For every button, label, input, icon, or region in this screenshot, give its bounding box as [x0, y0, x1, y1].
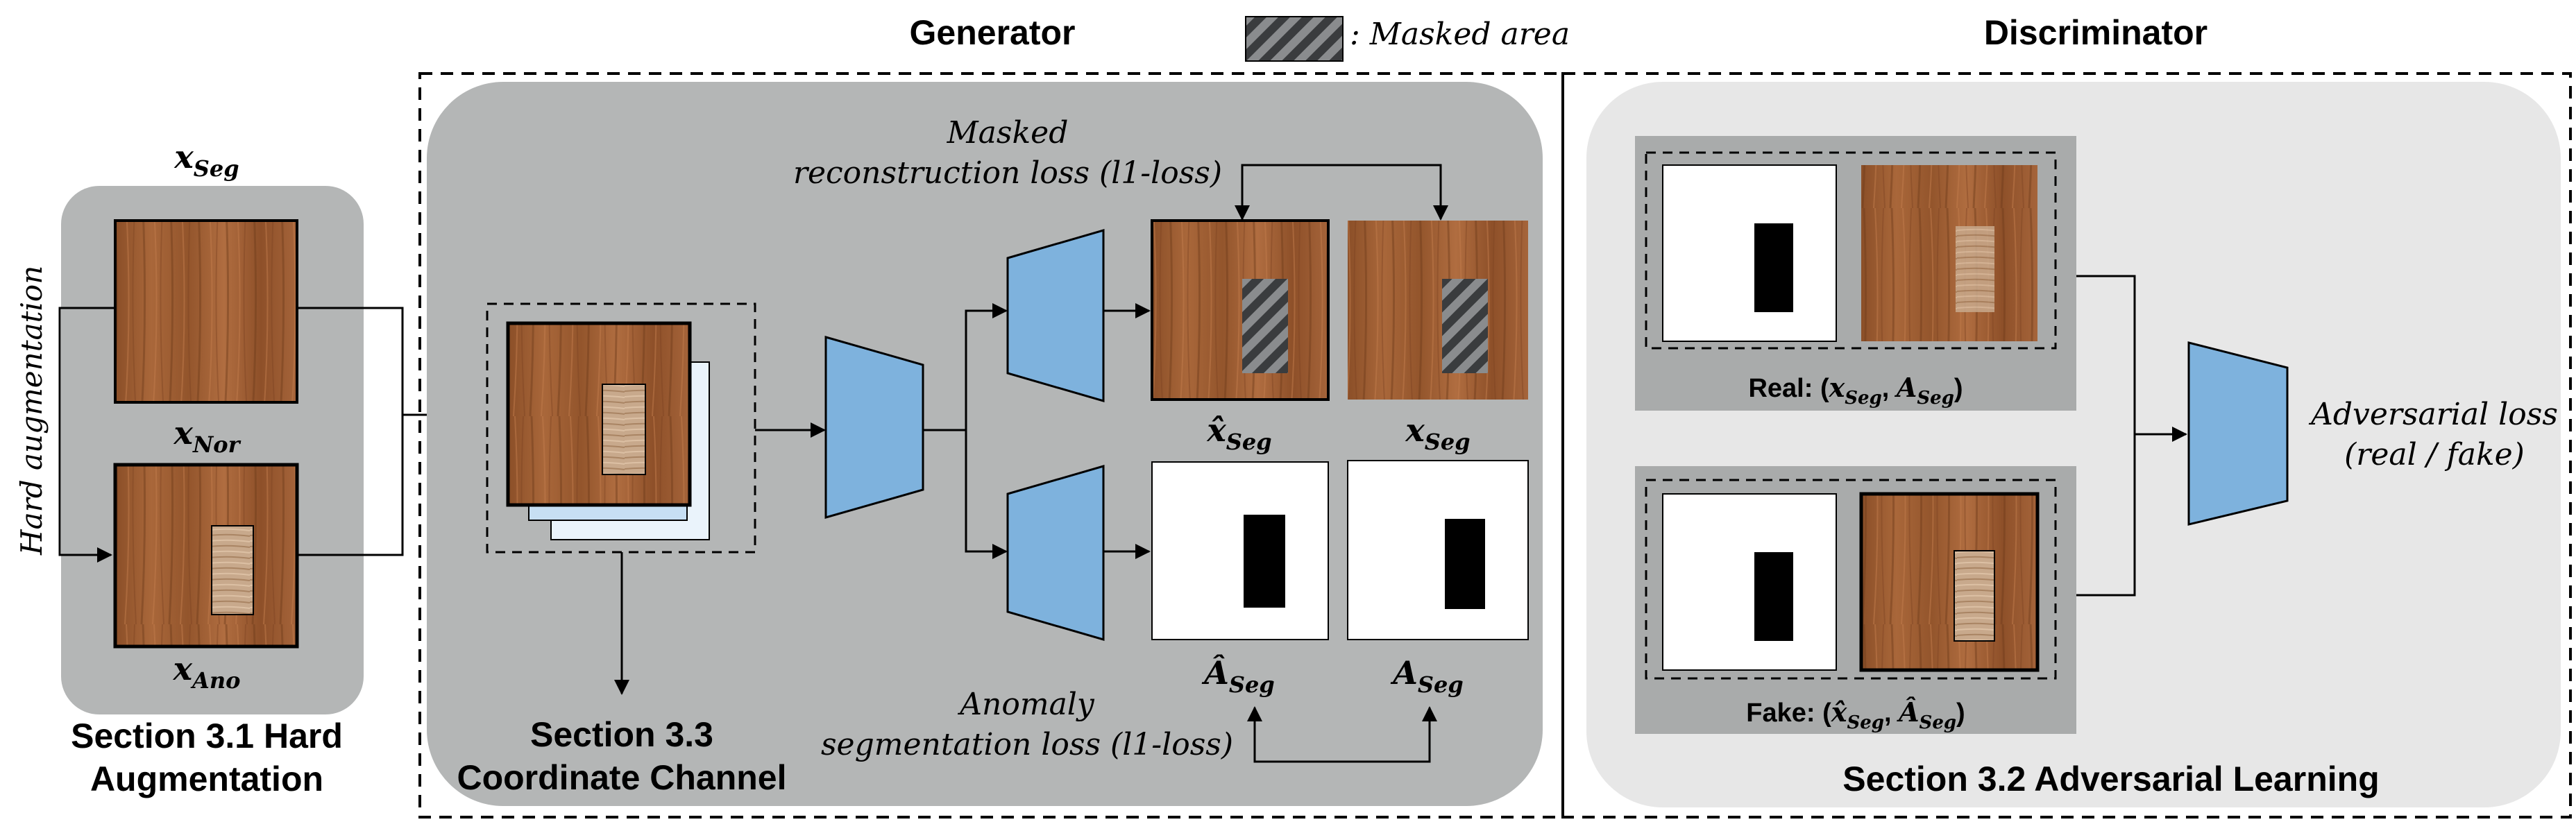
target-image — [1348, 221, 1528, 400]
x-seg-label: xSeg — [1405, 411, 1470, 455]
aug-bracket-line — [58, 307, 115, 563]
discriminator-frame — [1561, 72, 2572, 819]
generator-heading: Generator — [910, 13, 1076, 52]
anomaly-loss-line1: Anomaly — [957, 687, 1095, 722]
encoder-block — [824, 336, 924, 519]
reconstructed-image — [1151, 219, 1330, 401]
normal-wood-image — [114, 219, 298, 404]
real-pair-label: Real: (xSeg, ASeg) — [1748, 372, 1963, 409]
disc-input-connector — [2076, 275, 2136, 597]
x-ano-label: xAno — [173, 650, 241, 694]
generator-frame — [418, 72, 1564, 819]
adversarial-loss-line2: (real / fake) — [2344, 437, 2525, 472]
section-3-3-line2: Coordinate Channel — [457, 758, 786, 797]
x-seg-top-label: xSeg — [173, 138, 239, 182]
discriminator-block — [2187, 341, 2289, 526]
real-pair-dashed — [1645, 151, 2057, 350]
x-hat-seg-label: x̂Seg — [1206, 411, 1271, 455]
masked-loss-line2: reconstruction loss (l1-loss) — [793, 155, 1222, 191]
a-hat-seg-label: ÂSeg — [1201, 653, 1275, 698]
input-wood-image — [506, 321, 692, 507]
legend-masked-label: : Masked area — [1350, 17, 1570, 52]
masked-loss-bracket — [1241, 164, 1442, 218]
encoder-split-connector — [923, 303, 1008, 431]
legend-masked-swatch — [1245, 16, 1344, 62]
fake-pair-label: Fake: (x̂Seg, ÂSeg) — [1746, 696, 1965, 733]
real-wood-image — [1861, 165, 2037, 341]
x-nor-label: xNor — [173, 414, 242, 458]
encoder-split-connector-lower — [965, 430, 1008, 559]
anomaly-loss-bracket — [1253, 713, 1431, 763]
aug-to-generator-connector — [297, 307, 404, 556]
anomaly-loss-line2: segmentation loss (l1-loss) — [821, 727, 1233, 762]
predicted-mask — [1151, 461, 1329, 640]
hard-augmentation-side-label: Hard augmentation — [15, 266, 49, 556]
ground-truth-mask — [1347, 460, 1529, 640]
masked-loss-line1: Masked — [947, 115, 1069, 151]
section-3-1-line2: Augmentation — [90, 760, 323, 798]
anomaly-wood-image — [113, 463, 299, 649]
fake-mask-image — [1662, 493, 1837, 671]
section-3-3-line1: Section 3.3 — [530, 715, 713, 754]
a-seg-label: ASeg — [1390, 654, 1464, 698]
adversarial-loss-line1: Adversarial loss — [2308, 397, 2558, 432]
discriminator-heading: Discriminator — [1984, 13, 2208, 52]
fake-wood-image — [1859, 492, 2040, 672]
fake-pair-dashed — [1645, 479, 2057, 680]
segmentation-decoder-block — [1006, 465, 1105, 641]
reconstruction-decoder-block — [1006, 229, 1105, 402]
real-mask-image — [1662, 164, 1837, 342]
section-3-1-line1: Section 3.1 Hard — [71, 717, 343, 755]
section-3-2: Section 3.2 Adversarial Learning — [1842, 760, 2379, 798]
